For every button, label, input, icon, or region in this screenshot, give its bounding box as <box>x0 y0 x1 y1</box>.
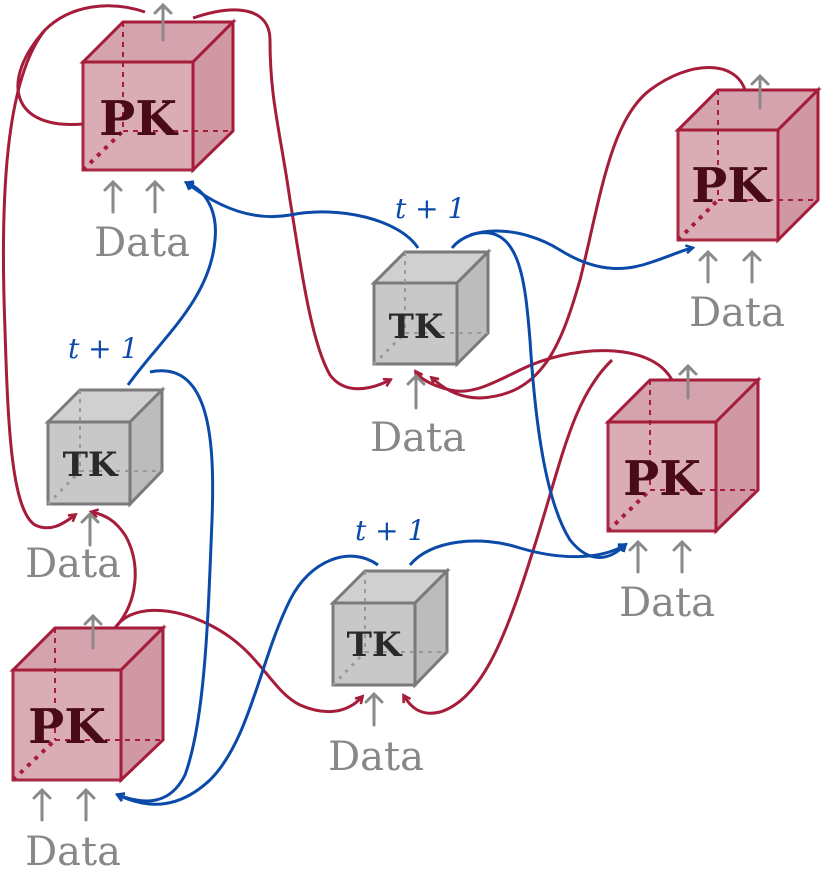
up-arrow-icon <box>153 2 173 42</box>
red-link-pkbl-to-tkbottom <box>113 608 362 714</box>
up-arrow-icon <box>145 179 165 214</box>
time-label-center: t + 1 <box>395 192 465 225</box>
up-arrow-icon <box>628 539 648 574</box>
pk-cube-rightbottom: PK <box>604 376 762 535</box>
red-link-pk1-to-tkleft <box>1 29 75 530</box>
up-arrow-icon <box>103 179 123 214</box>
blue-link-tkbottom-to-pkbl <box>118 554 379 806</box>
red-connections <box>1 4 747 715</box>
tk-label: TK <box>63 445 119 485</box>
up-arrow-icon <box>80 511 100 547</box>
tk-cube-center: TK <box>370 248 492 368</box>
data-label-pk-rightbottom: Data <box>619 580 715 626</box>
pk-label: PK <box>28 699 108 755</box>
red-link-pkrt-to-tkcenter <box>432 66 747 400</box>
up-arrow-icon <box>750 73 770 110</box>
red-link-pkrb-to-tkbottom <box>404 358 614 715</box>
red-link-pkbl-to-tkleft <box>92 512 137 629</box>
up-arrow-icon <box>678 363 698 400</box>
data-label-pk-bottomleft: Data <box>25 829 121 870</box>
up-arrow-icon <box>698 249 718 284</box>
data-label-pk-topleft: Data <box>94 220 190 266</box>
pk-label: PK <box>99 91 179 147</box>
blue-link-tkleft-to-pkbl <box>118 369 215 803</box>
pk-label: PK <box>623 451 703 507</box>
up-arrow-icon <box>364 691 384 727</box>
time-label-bottom: t + 1 <box>355 514 425 547</box>
up-arrow-icon <box>672 539 692 574</box>
blue-link-tkbottom-to-pkrb <box>408 539 625 566</box>
data-label-pk-righttop: Data <box>689 290 785 336</box>
pk-label: PK <box>691 158 771 214</box>
tk-cube-bottom: TK <box>329 567 451 689</box>
data-label-tk-left: Data <box>25 541 121 587</box>
up-arrow-icon <box>406 373 426 410</box>
pk-cube-topleft: PK <box>79 18 237 174</box>
pk-cube-righttop: PK <box>674 86 822 244</box>
time-label-left: t + 1 <box>68 332 138 365</box>
pk-cube-bottomleft: PK <box>9 624 167 784</box>
up-arrow-icon <box>742 249 762 284</box>
up-arrow-icon <box>83 613 103 650</box>
up-arrow-icon <box>32 787 52 822</box>
red-link-pkrb-to-tkcenter <box>416 349 674 393</box>
data-labels: Data Data Data Data Data Data Data <box>25 220 785 870</box>
blue-link-tkcenter-to-pkrt <box>450 229 692 271</box>
data-arrows <box>32 2 770 822</box>
up-arrow-icon <box>76 787 96 822</box>
data-label-tk-center: Data <box>370 415 466 461</box>
blue-link-tkleft-to-pk1 <box>126 183 217 386</box>
tk-label: TK <box>347 625 403 665</box>
tk-label: TK <box>389 307 445 347</box>
blue-connections <box>118 183 692 806</box>
tk-cube-left: TK <box>44 386 166 508</box>
time-labels: t + 1 t + 1 t + 1 <box>68 192 465 547</box>
data-label-tk-bottom: Data <box>328 734 424 780</box>
blue-link-tkcenter-to-pk1 <box>187 183 420 249</box>
